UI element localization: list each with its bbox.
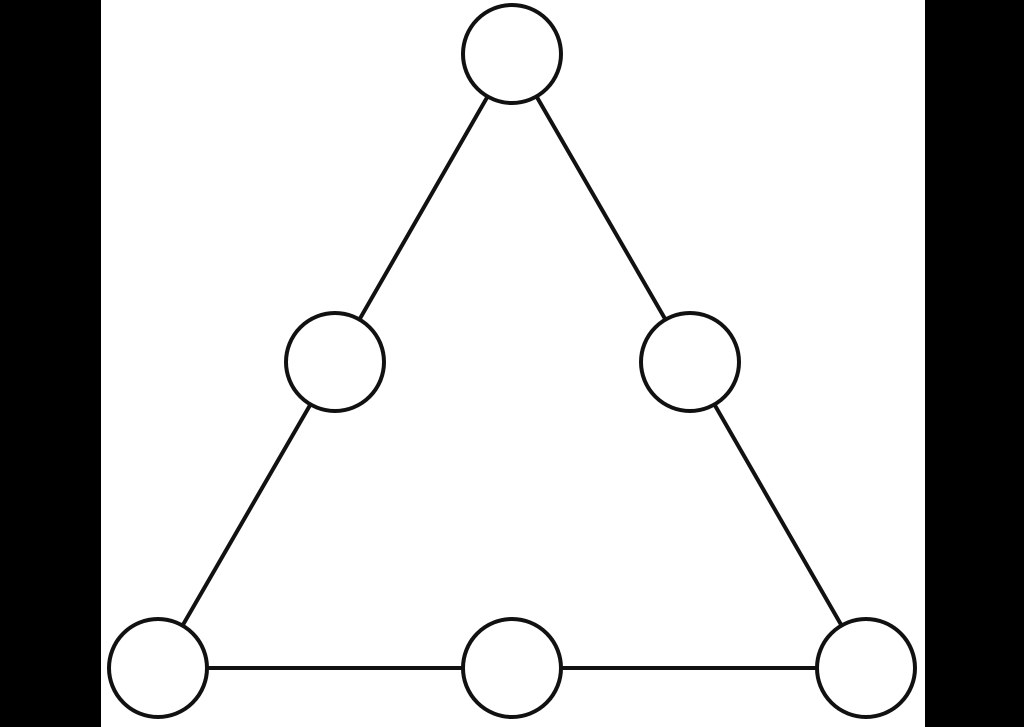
diagram-canvas xyxy=(101,0,925,727)
edge-top-mid-left xyxy=(333,53,514,363)
node-bottom-left xyxy=(107,617,209,719)
edge-mid-left-bottom-left xyxy=(156,360,337,670)
edge-mid-right-bottom-right xyxy=(688,361,868,669)
node-mid-left xyxy=(284,311,386,413)
edges xyxy=(156,52,868,670)
node-mid-right xyxy=(639,311,741,413)
node-bottom-right xyxy=(815,617,917,719)
nodes xyxy=(107,3,917,719)
node-bottom-middle xyxy=(461,617,563,719)
node-top xyxy=(461,3,563,105)
edge-top-mid-right xyxy=(510,52,692,364)
